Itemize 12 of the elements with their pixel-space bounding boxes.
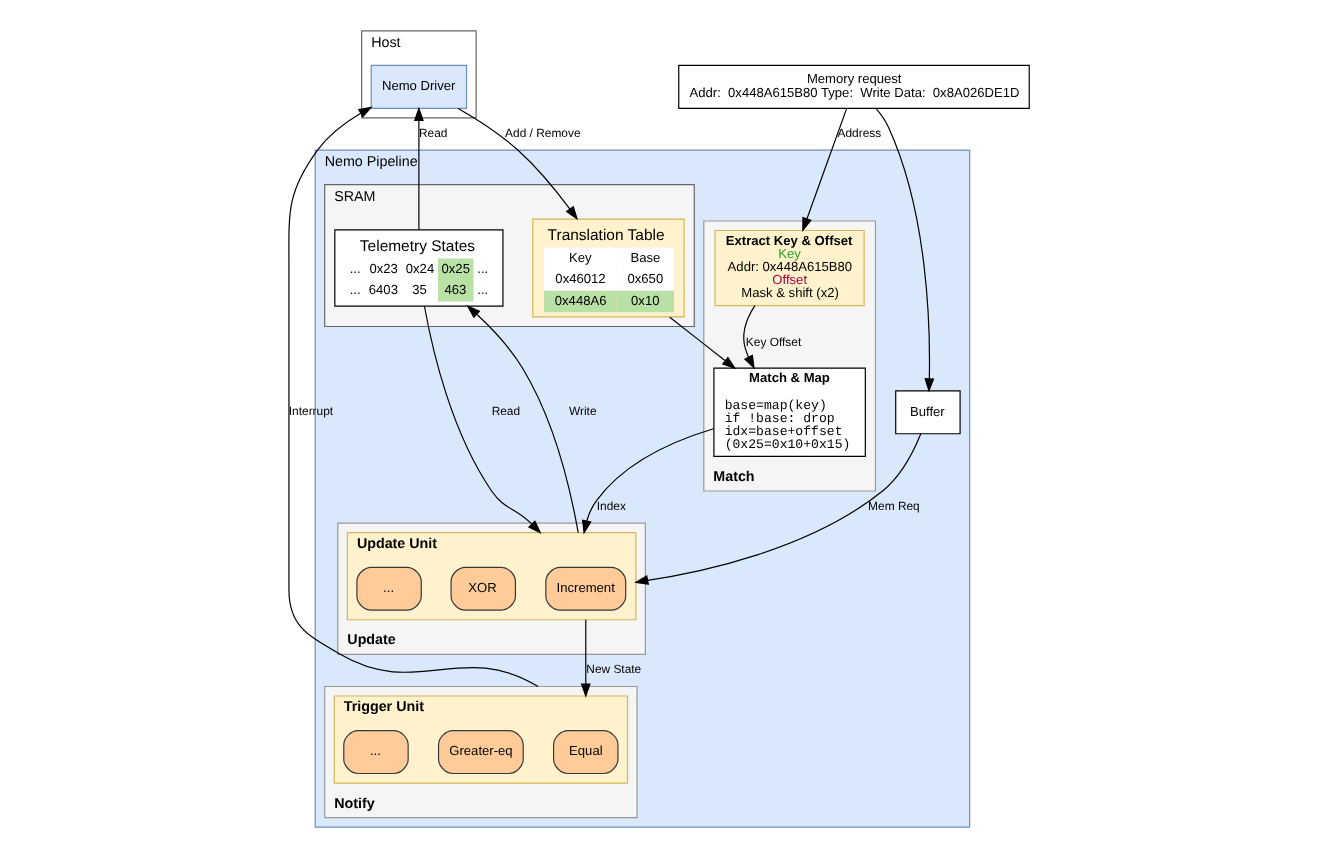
arrow	[802, 108, 848, 232]
arrow	[457, 107, 579, 221]
arrow	[466, 305, 579, 534]
arrow	[288, 106, 539, 688]
arrow	[669, 316, 737, 370]
arrow	[634, 433, 922, 585]
arrow	[413, 106, 424, 231]
arrow	[423, 305, 542, 534]
arrow	[743, 305, 756, 370]
arrow	[580, 619, 591, 698]
arrow	[875, 107, 935, 393]
arrow	[581, 428, 715, 535]
